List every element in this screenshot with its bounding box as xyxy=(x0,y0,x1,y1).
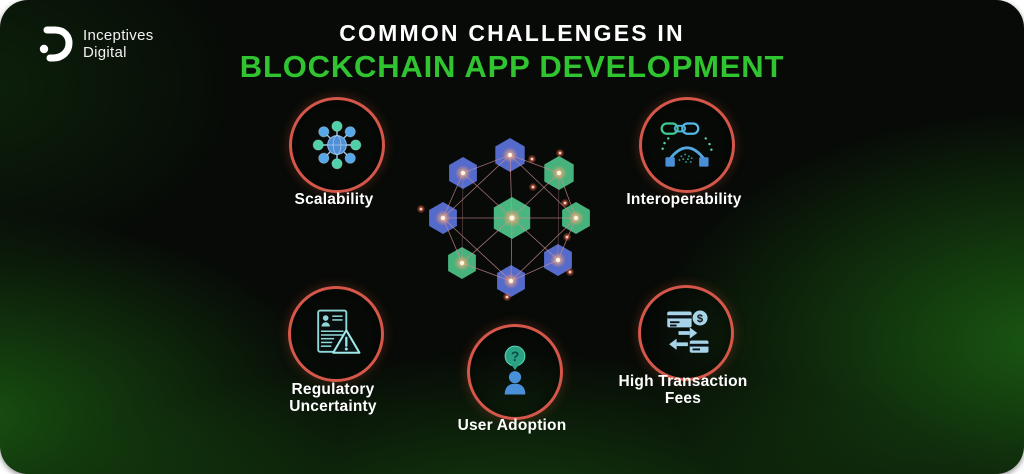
logo: Inceptives Digital xyxy=(38,24,154,66)
scalability-circle xyxy=(289,97,385,193)
inceptives-digital-logo-icon xyxy=(39,26,73,62)
regulatory-uncertainty-circle xyxy=(288,286,384,382)
title-line2: BLOCKCHAIN APP DEVELOPMENT xyxy=(239,49,785,84)
logo-text: Inceptives Digital xyxy=(83,27,154,62)
interoperability-circle xyxy=(639,97,735,193)
document-warning-icon xyxy=(317,309,361,354)
red-spark-dots xyxy=(416,148,575,302)
mesh-edges xyxy=(442,154,577,282)
regulatory-uncertainty-label: Regulatory Uncertainty xyxy=(289,381,377,416)
svg-text:?: ? xyxy=(511,348,520,364)
scalability-label: Scalability xyxy=(294,191,374,208)
logo-line2: Digital xyxy=(83,44,127,61)
network-nodes-icon xyxy=(312,120,362,170)
user-adoption-label: User Adoption xyxy=(457,417,567,434)
logo-line1: Inceptives xyxy=(83,27,154,45)
high-transaction-fees-circle: $ xyxy=(638,285,734,381)
person-question-icon: ? xyxy=(504,345,526,395)
page-title: COMMON CHALLENGES IN BLOCKCHAIN APP DEVE… xyxy=(0,20,1024,85)
user-adoption-circle: ? xyxy=(467,324,563,420)
glow-nodes xyxy=(435,147,584,289)
card-dollar-exchange-icon: $ xyxy=(667,310,709,353)
blockchain-network-illustration xyxy=(416,138,590,302)
title-line1: COMMON CHALLENGES IN xyxy=(339,20,685,46)
high-transaction-fees-label: High Transaction Fees xyxy=(618,373,748,408)
svg-text:$: $ xyxy=(697,313,704,325)
interoperability-label: Interoperability xyxy=(626,191,742,208)
chain-link-bridge-icon xyxy=(660,122,713,167)
